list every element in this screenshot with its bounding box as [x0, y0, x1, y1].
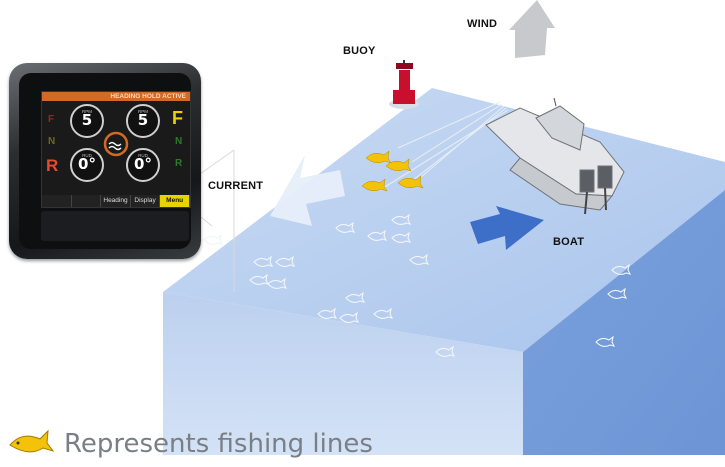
dial-caption: RPM [82, 109, 92, 114]
softkey-2[interactable] [71, 195, 102, 207]
outline-fish [391, 231, 412, 244]
yellow-fish-icon [9, 429, 55, 453]
right-gear-r: R [175, 158, 183, 169]
water-front-face [163, 292, 523, 455]
rudder-dial-starboard: RUD 0° [126, 148, 160, 182]
outline-fish [317, 307, 338, 320]
boat-illustration [485, 97, 625, 215]
legend-text: Represents fishing lines [64, 429, 373, 459]
yellow-fish [397, 175, 424, 189]
yellow-fish [365, 150, 392, 164]
buoy-illustration [389, 60, 419, 109]
dial-value: 0° [134, 155, 152, 173]
display-lower-panel [41, 211, 189, 241]
heading-softkey[interactable]: Heading [101, 195, 131, 207]
outline-fish [611, 263, 632, 276]
left-gear-r: R [46, 156, 59, 175]
dial-value: 0° [78, 155, 96, 173]
dial-value: 5 [81, 111, 93, 129]
white-base [160, 455, 725, 467]
outline-fish [435, 345, 456, 358]
softkey-row: Heading Display Menu [42, 195, 190, 207]
outline-fish [249, 273, 270, 286]
display-bezel: HEADING HOLD ACTIVE F N R F N R RPM 5 RP… [19, 73, 191, 249]
display-softkey[interactable]: Display [130, 195, 161, 207]
wind-arrow [509, 0, 555, 58]
menu-softkey[interactable]: Menu [160, 195, 190, 207]
outline-fish [607, 287, 628, 300]
outline-fish [335, 221, 356, 234]
outline-fish [391, 213, 412, 226]
left-gear-f: F [48, 114, 55, 125]
display-screen: HEADING HOLD ACTIVE F N R F N R RPM 5 RP… [41, 91, 191, 208]
yellow-fish [385, 158, 412, 172]
heading-hold-icon [103, 131, 129, 157]
water-side-face [523, 190, 725, 455]
heading-hold-banner: HEADING HOLD ACTIVE [42, 92, 190, 101]
boat-label: BOAT [553, 236, 585, 248]
softkey-1[interactable] [42, 195, 72, 207]
dial-caption: RPM [138, 109, 148, 114]
outline-fish [253, 255, 274, 268]
left-gear-n: N [48, 136, 56, 147]
outline-fish [367, 229, 388, 242]
dial-caption: RUD [138, 153, 148, 158]
rudder-dial-port: RUD 0° [70, 148, 104, 182]
yellow-fish [361, 178, 388, 192]
legend: Represents fishing lines [6, 424, 373, 464]
dial-caption: RUD [82, 153, 92, 158]
helm-control-display: HEADING HOLD ACTIVE F N R F N R RPM 5 RP… [9, 63, 201, 259]
rpm-dial-starboard: RPM 5 [126, 104, 160, 138]
outline-fish [595, 335, 616, 348]
dial-value: 5 [137, 111, 149, 129]
outline-fish [203, 233, 224, 246]
outline-fish [275, 255, 296, 268]
outline-fish [409, 253, 430, 266]
right-gear-f: F [172, 108, 183, 128]
current-arrow [270, 155, 345, 226]
outline-fish [373, 307, 394, 320]
rpm-dial-port: RPM 5 [70, 104, 104, 138]
outline-fish-group [203, 213, 632, 358]
outline-fish [339, 311, 360, 324]
boat-direction-arrow [470, 206, 544, 250]
wind-label: WIND [467, 18, 498, 30]
yellow-fish-group [361, 150, 424, 192]
buoy-label: BUOY [343, 45, 376, 57]
current-label: CURRENT [208, 180, 264, 192]
right-gear-n: N [175, 136, 183, 147]
fishing-lines [379, 101, 509, 191]
outline-fish [345, 291, 366, 304]
outline-fish [267, 277, 288, 290]
